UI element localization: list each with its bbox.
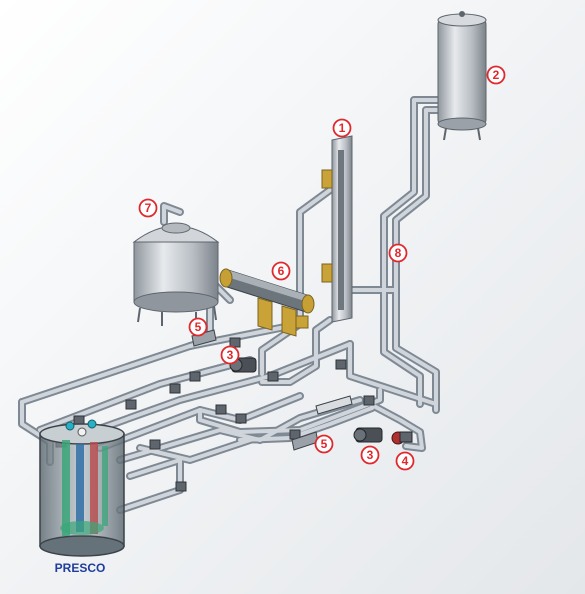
callout-marker (271, 261, 291, 281)
callout-label: 4 (402, 454, 409, 468)
storage-tank (132, 222, 220, 326)
valve (267, 371, 279, 382)
callout-label: 3 (367, 448, 374, 462)
presco-label: PRESCO (55, 561, 106, 575)
valve (363, 395, 375, 406)
heat-exchanger (219, 268, 315, 337)
callout-markers (138, 65, 506, 471)
valve (149, 439, 161, 450)
valve (229, 337, 241, 348)
callout-marker (220, 345, 240, 365)
callout-label: 8 (395, 246, 402, 260)
valve (125, 399, 137, 410)
valve (175, 481, 187, 492)
presco-vessel (39, 419, 125, 557)
callout-marker (332, 118, 352, 138)
callout-marker (188, 317, 208, 337)
valve (215, 404, 227, 415)
callout-marker (314, 434, 334, 454)
valve (169, 383, 181, 394)
vertical-tank (437, 11, 487, 141)
vertical-column (321, 135, 353, 323)
callout-marker (486, 65, 506, 85)
valve (335, 359, 347, 370)
callout-label: 3 (227, 348, 234, 362)
callout-label: 6 (278, 264, 285, 278)
callout-label: 5 (195, 320, 202, 334)
callout-label: 2 (493, 68, 500, 82)
callout-marker (395, 451, 415, 471)
flow-meter (391, 431, 413, 445)
callout-label: 1 (339, 121, 346, 135)
callout-marker (138, 198, 158, 218)
callout-label: 5 (321, 437, 328, 451)
inline-filter (191, 329, 353, 451)
valve (189, 371, 201, 382)
callout-marker (388, 243, 408, 263)
pump-lower (353, 427, 383, 443)
valve (235, 413, 247, 424)
callout-marker (360, 445, 380, 465)
callout-label: 7 (145, 201, 152, 215)
